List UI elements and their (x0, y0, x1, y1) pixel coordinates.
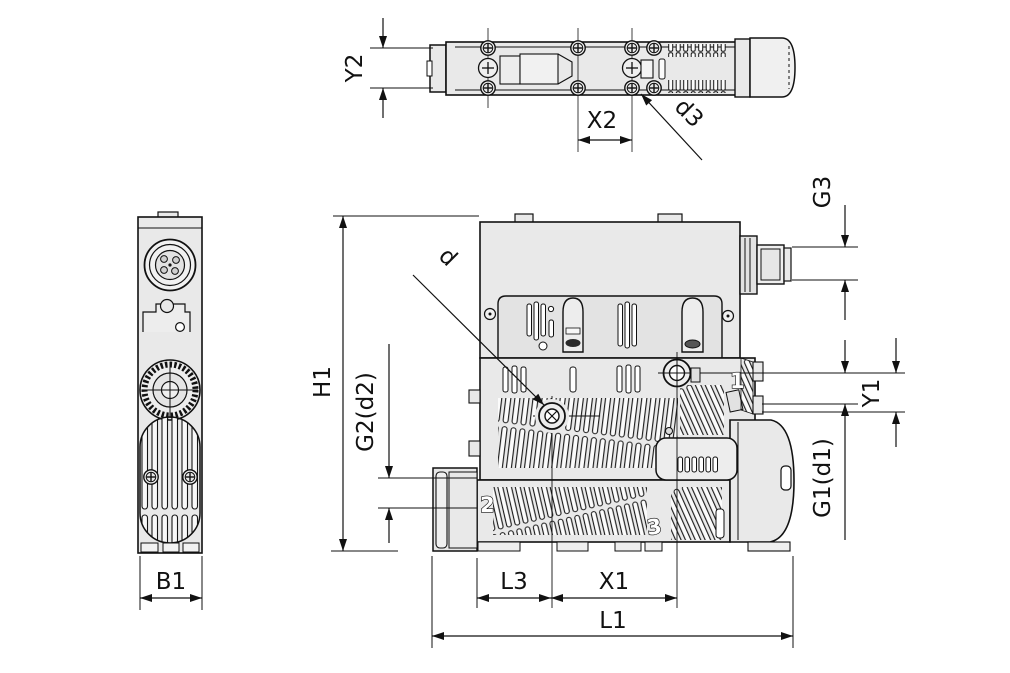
port-label-2: 2 (480, 493, 495, 517)
port-1 (662, 358, 701, 388)
dimension-label-g2d2: G2(d2) (353, 372, 379, 452)
dimension-label-y2: Y2 (342, 54, 368, 84)
silencer-fins (498, 398, 678, 468)
vent-slots (502, 364, 641, 394)
dimension-label-l1: L1 (599, 608, 626, 634)
dimension-l1: L1 (431, 556, 794, 648)
silencer-fins (680, 385, 724, 435)
side-view (137, 211, 203, 554)
screw-icon (480, 40, 496, 56)
dimension-h1: H1 (310, 215, 479, 552)
g3-connector-stub (739, 235, 792, 295)
dimension-label-h1: H1 (310, 366, 336, 398)
dimension-label-d3: d3 (669, 94, 708, 133)
dimension-l3: L3 (476, 558, 551, 608)
screw-icon (182, 469, 198, 485)
dimension-label-d: d (433, 243, 462, 272)
screw-icon (480, 80, 496, 96)
led-slots (526, 301, 637, 351)
vent-slots (666, 44, 728, 57)
screw-icon (570, 80, 586, 96)
dimension-b1: B1 (139, 556, 203, 610)
end-cap-notch (426, 60, 433, 77)
exhaust-grille (139, 416, 201, 544)
side-slot (780, 465, 792, 491)
dimension-d3: d3 (640, 93, 708, 161)
dimension-g2d2: G2(d2) (353, 344, 477, 543)
dimension-x1: X1 (551, 569, 677, 602)
dimension-label-g1d1: G1(d1) (810, 438, 836, 518)
dimension-label-l3: L3 (500, 569, 527, 595)
dimension-label-x1: X1 (599, 569, 629, 595)
screw-icon (624, 40, 640, 56)
dimension-label-x2: X2 (587, 108, 617, 134)
dimension-label-g3: G3 (810, 176, 836, 208)
port-label-3: 3 (645, 514, 663, 540)
dimension-x2: X2 (578, 108, 632, 144)
push-button[interactable] (681, 297, 704, 353)
dimension-label-b1: B1 (156, 569, 186, 595)
dimension-y2: Y2 (342, 18, 433, 118)
top-view (426, 28, 796, 152)
port-label-1: 1 (730, 369, 745, 393)
electrical-connector (143, 238, 197, 292)
screw-icon (646, 40, 662, 56)
screw-icon (570, 40, 586, 56)
screw-icon (646, 80, 662, 96)
front-view: 1 2 3 (432, 213, 905, 608)
vent-slots (666, 80, 728, 93)
port-d (535, 399, 569, 433)
port2-stub (432, 467, 478, 552)
dimension-y1: Y1 (762, 338, 905, 447)
push-button[interactable] (562, 297, 584, 353)
screw-icon (143, 469, 159, 485)
right-housing (729, 419, 795, 543)
base-fins (671, 487, 722, 540)
vent-box (655, 437, 738, 481)
silencer-cap (139, 359, 201, 421)
dimension-g3: G3 (792, 176, 858, 320)
screw-icon (624, 80, 640, 96)
base-fins (493, 487, 647, 535)
dimension-label-y1: Y1 (859, 379, 885, 409)
connector-cylinder (749, 37, 796, 98)
dimension-g1d1: G1(d1) (762, 340, 858, 540)
display-panel (497, 295, 723, 359)
